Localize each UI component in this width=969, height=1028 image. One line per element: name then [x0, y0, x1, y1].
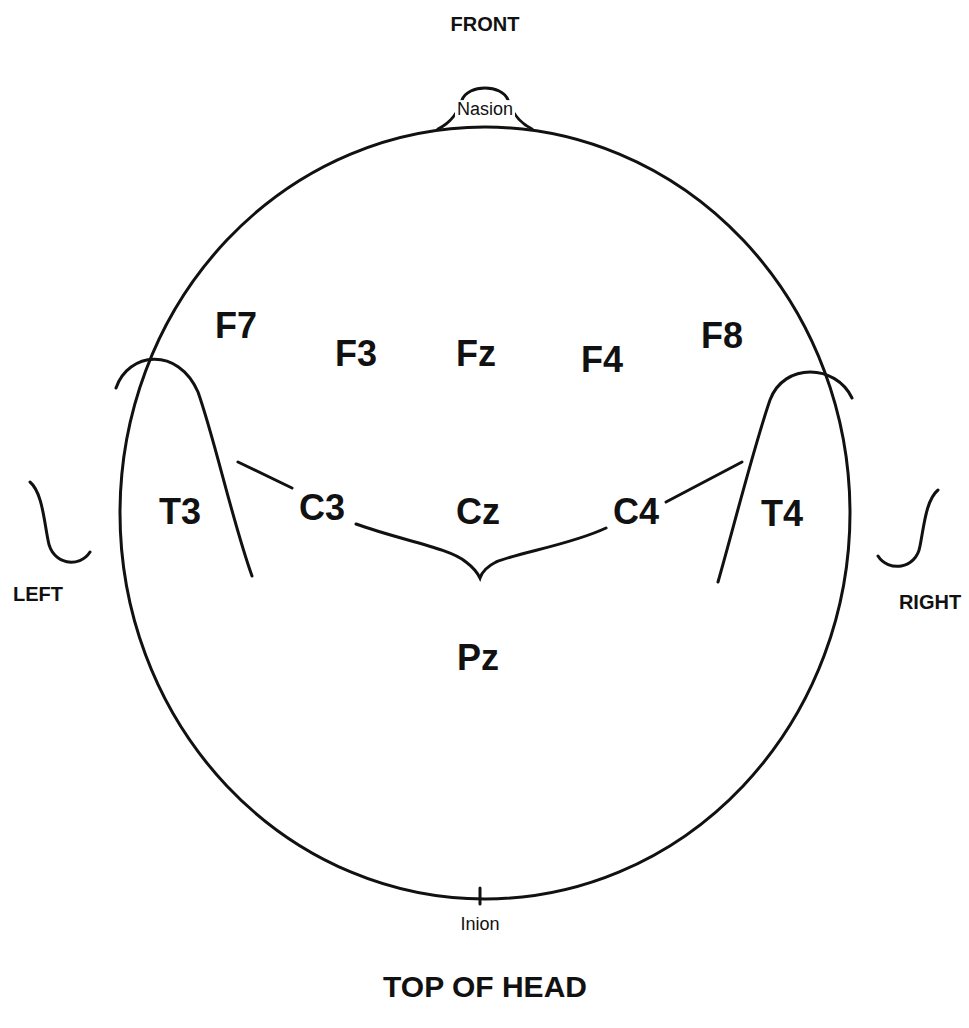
electrode-label: T3 [159, 492, 201, 532]
central-line [238, 462, 292, 488]
electrode-label: Pz [457, 638, 499, 678]
central-line [356, 524, 606, 578]
right-ear [878, 490, 938, 566]
landmark-label: Nasion [455, 100, 515, 120]
direction-label: RIGHT [899, 591, 961, 613]
electrode-label: C4 [613, 492, 659, 532]
direction-label: FRONT [451, 13, 520, 35]
landmark-label: Inion [458, 915, 501, 935]
central-line [666, 462, 742, 502]
head-outline [120, 127, 850, 899]
electrode-label: T4 [761, 494, 803, 534]
inion-tick [479, 888, 482, 904]
nose-outline [438, 88, 532, 129]
direction-label: LEFT [13, 583, 63, 605]
caption-text: TOP OF HEAD [383, 970, 587, 1003]
left-temporal-line [116, 359, 252, 576]
electrode-label: C3 [299, 488, 345, 528]
electrode-label: F8 [701, 316, 743, 356]
left-ear [30, 482, 90, 562]
electrode-label: F7 [215, 306, 257, 346]
electrode-label: F4 [581, 340, 623, 380]
electrode-label: Cz [456, 492, 500, 532]
right-temporal-line [718, 372, 852, 582]
electrode-label: Fz [456, 334, 496, 374]
electrode-label: F3 [335, 334, 377, 374]
